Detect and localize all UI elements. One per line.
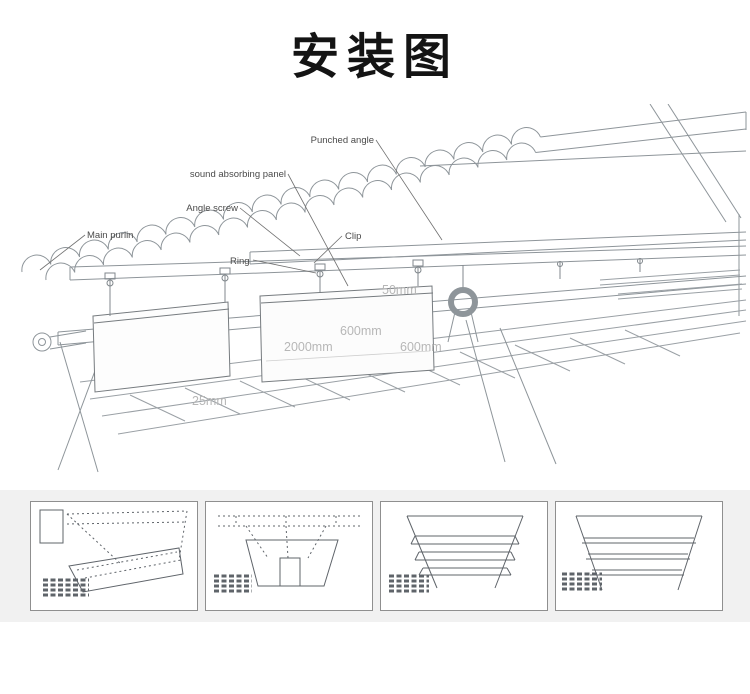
thumbnail-strip bbox=[0, 490, 750, 622]
dim-600mm-b: 600mm bbox=[400, 340, 442, 354]
dim-25mm: 25mm bbox=[192, 394, 227, 408]
label-main-purlin: Main purlin bbox=[87, 230, 133, 241]
leader-lines bbox=[39, 139, 443, 287]
hatch-marks bbox=[43, 578, 89, 597]
layout-thumbnail-4 bbox=[555, 501, 723, 611]
dimension-labels: 50mm 600mm 2000mm 600mm 25mm bbox=[192, 283, 442, 408]
label-ring: Ring bbox=[230, 256, 250, 267]
wall-panel-sketch bbox=[39, 509, 188, 597]
main-diagram-svg: Punched angle sound absorbing panel Angl… bbox=[21, 104, 747, 473]
layout-thumbnail-3 bbox=[380, 501, 548, 611]
dim-50mm: 50mm bbox=[382, 283, 417, 297]
suspension-ring bbox=[447, 287, 479, 343]
dotted-guide-lines bbox=[218, 515, 360, 559]
stacked-baffles-sketch bbox=[389, 515, 524, 593]
dotted-guide-lines bbox=[66, 510, 188, 579]
hatch-marks bbox=[389, 574, 429, 593]
header: 安装图 bbox=[0, 0, 750, 104]
label-angle-screw: Angle screw bbox=[186, 203, 238, 214]
label-punched-angle: Punched angle bbox=[311, 135, 374, 146]
hanger-rods bbox=[104, 258, 643, 316]
corrugated-roof bbox=[21, 104, 747, 316]
part-labels: Punched angle sound absorbing panel Angl… bbox=[87, 135, 374, 267]
page-title: 安装图 bbox=[290, 31, 459, 84]
layout-thumbnail-1 bbox=[30, 501, 198, 611]
label-clip: Clip bbox=[345, 231, 361, 242]
left-roller bbox=[32, 330, 87, 352]
layout-thumbnail-2 bbox=[205, 501, 373, 611]
label-sound-absorbing-panel: sound absorbing panel bbox=[190, 169, 286, 180]
sound-absorbing-panels bbox=[92, 285, 435, 393]
wide-panels-sketch bbox=[562, 515, 703, 591]
main-technical-drawing: Punched angle sound absorbing panel Angl… bbox=[0, 104, 750, 484]
dim-600mm-a: 600mm bbox=[340, 324, 382, 338]
dim-2000mm: 2000mm bbox=[284, 340, 333, 354]
ceiling-grid-sketch bbox=[214, 515, 360, 593]
hatch-marks bbox=[214, 574, 252, 593]
hatch-marks bbox=[562, 572, 602, 591]
